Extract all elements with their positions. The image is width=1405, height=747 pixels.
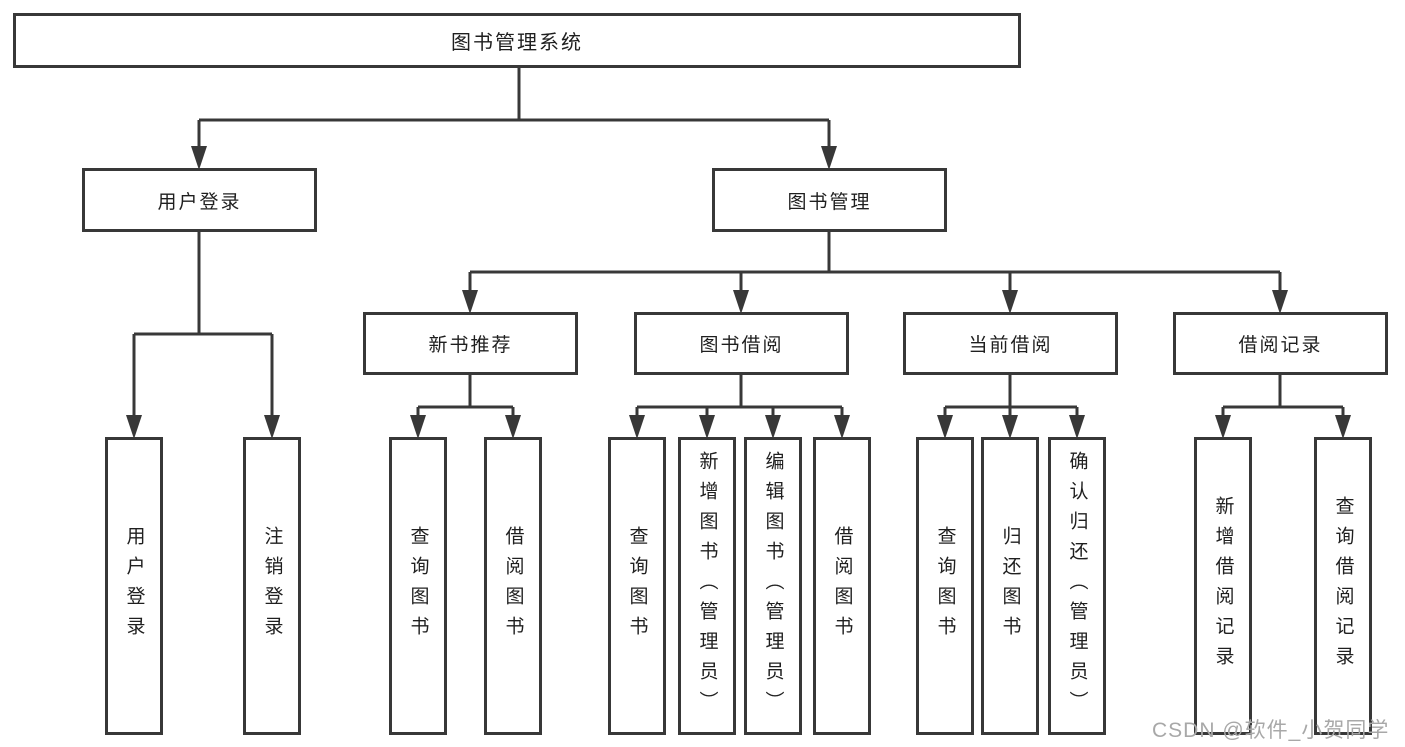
leaf-label: 用户登录 — [123, 526, 145, 646]
leaf-label: 查询图书 — [626, 526, 648, 646]
leaf-label: 查询图书 — [934, 526, 956, 646]
leaf-query-books-current: 查询图书 — [916, 437, 974, 735]
leaf-label: 确认归还（管理员） — [1066, 451, 1088, 721]
leaf-borrow-books: 借阅图书 — [813, 437, 871, 735]
leaf-label: 归还图书 — [999, 526, 1021, 646]
csdn-watermark: CSDN @软件_小贺同学 — [1152, 719, 1390, 742]
leaf-query-books-borrow: 查询图书 — [608, 437, 666, 735]
leaf-confirm-return-admin: 确认归还（管理员） — [1048, 437, 1106, 735]
leaf-add-books-admin: 新增图书（管理员） — [678, 437, 736, 735]
leaf-label: 借阅图书 — [831, 526, 853, 646]
leaf-label: 借阅图书 — [502, 526, 524, 646]
node-current-borrow: 当前借阅 — [903, 312, 1118, 375]
leaf-return-books: 归还图书 — [981, 437, 1039, 735]
leaf-label: 新增借阅记录 — [1212, 496, 1234, 676]
leaf-label: 新增图书（管理员） — [696, 451, 718, 721]
node-book-borrow: 图书借阅 — [634, 312, 849, 375]
leaf-borrow-books-recommend: 借阅图书 — [484, 437, 542, 735]
node-user-login: 用户登录 — [82, 168, 317, 232]
leaf-label: 查询图书 — [407, 526, 429, 646]
leaf-logout: 注销登录 — [243, 437, 301, 735]
node-book-management: 图书管理 — [712, 168, 947, 232]
node-new-book-recommend: 新书推荐 — [363, 312, 578, 375]
arrowhead-icons — [126, 146, 1351, 439]
node-borrow-records: 借阅记录 — [1173, 312, 1388, 375]
node-root-library-system: 图书管理系统 — [13, 13, 1021, 68]
leaf-user-login: 用户登录 — [105, 437, 163, 735]
leaf-label: 注销登录 — [261, 526, 283, 646]
leaf-label: 查询借阅记录 — [1332, 496, 1354, 676]
leaf-edit-books-admin: 编辑图书（管理员） — [744, 437, 802, 735]
leaf-query-books-recommend: 查询图书 — [389, 437, 447, 735]
leaf-add-borrow-record: 新增借阅记录 — [1194, 437, 1252, 735]
leaf-query-borrow-record: 查询借阅记录 — [1314, 437, 1372, 735]
leaf-label: 编辑图书（管理员） — [762, 451, 784, 721]
